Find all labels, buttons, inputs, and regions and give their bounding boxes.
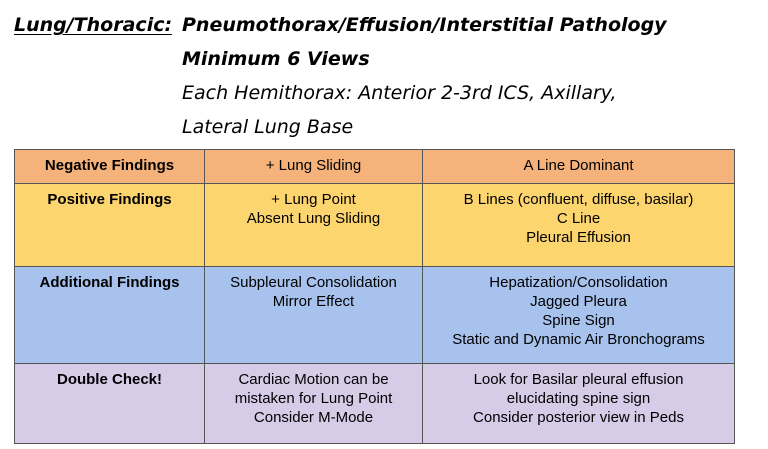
- lung-sliding-cell: Cardiac Motion can be mistaken for Lung …: [204, 363, 423, 444]
- table-row: Additional Findings Subpleural Consolida…: [14, 266, 735, 364]
- header-line-locations-1: Each Hemithorax: Anterior 2-3rd ICS, Axi…: [14, 76, 754, 110]
- line-pattern-cell: Hepatization/Consolidation Jagged Pleura…: [422, 266, 735, 364]
- row-label-double-check: Double Check!: [14, 363, 205, 444]
- cell-line: Absent Lung Sliding: [246, 210, 381, 227]
- locations-text-2: Lateral Lung Base: [182, 116, 354, 138]
- views-requirement: Minimum 6 Views: [182, 48, 370, 70]
- cell-line: + Lung Sliding: [265, 157, 362, 174]
- lung-sliding-cell: + Lung Sliding: [204, 149, 423, 184]
- cell-line: elucidating spine sign: [506, 390, 651, 407]
- line-pattern-cell: Look for Basilar pleural effusion elucid…: [422, 363, 735, 444]
- row-label-negative-findings: Negative Findings: [14, 149, 205, 184]
- cell-line: Consider M-Mode: [253, 409, 374, 426]
- lung-sliding-cell: + Lung Point Absent Lung Sliding: [204, 183, 423, 267]
- topic-title: Pneumothorax/Effusion/Interstitial Patho…: [182, 14, 667, 36]
- header-line-views: Minimum 6 Views: [14, 42, 754, 76]
- cell-line: Mirror Effect: [272, 293, 355, 310]
- header-line-locations-2: Lateral Lung Base: [14, 110, 754, 144]
- table-row: Negative Findings + Lung Sliding A Line …: [14, 149, 735, 184]
- document-header: Lung/Thoracic: Pneumothorax/Effusion/Inte…: [14, 8, 754, 144]
- row-label-additional-findings: Additional Findings: [14, 266, 205, 364]
- cell-line: Spine Sign: [542, 312, 615, 329]
- line-pattern-cell: B Lines (confluent, diffuse, basilar) C …: [422, 183, 735, 267]
- cell-line: Look for Basilar pleural effusion: [473, 371, 684, 388]
- findings-table: Negative Findings + Lung Sliding A Line …: [14, 149, 735, 444]
- cell-line: Hepatization/Consolidation: [489, 274, 668, 291]
- cell-line: Cardiac Motion can be: [238, 371, 389, 388]
- section-label: Lung/Thoracic:: [14, 14, 173, 36]
- cell-line: mistaken for Lung Point: [234, 390, 393, 407]
- cell-line: Jagged Pleura: [530, 293, 627, 310]
- cell-line: B Lines (confluent, diffuse, basilar): [463, 191, 694, 208]
- cell-line: Pleural Effusion: [526, 229, 631, 246]
- locations-text-1: Each Hemithorax: Anterior 2-3rd ICS, Axi…: [182, 82, 617, 104]
- cell-line: + Lung Point: [271, 191, 356, 208]
- table-row: Positive Findings + Lung Point Absent Lu…: [14, 183, 735, 267]
- lung-sliding-cell: Subpleural Consolidation Mirror Effect: [204, 266, 423, 364]
- cell-line: C Line: [556, 210, 601, 227]
- cell-line: Consider posterior view in Peds: [473, 409, 684, 426]
- header-line-title: Lung/Thoracic: Pneumothorax/Effusion/Inte…: [14, 8, 754, 42]
- cell-line: A Line Dominant: [523, 157, 634, 174]
- cell-line: Subpleural Consolidation: [230, 274, 397, 291]
- line-pattern-cell: A Line Dominant: [422, 149, 735, 184]
- cell-line: Static and Dynamic Air Bronchograms: [452, 331, 705, 348]
- table-row: Double Check! Cardiac Motion can be mist…: [14, 363, 735, 444]
- row-label-positive-findings: Positive Findings: [14, 183, 205, 267]
